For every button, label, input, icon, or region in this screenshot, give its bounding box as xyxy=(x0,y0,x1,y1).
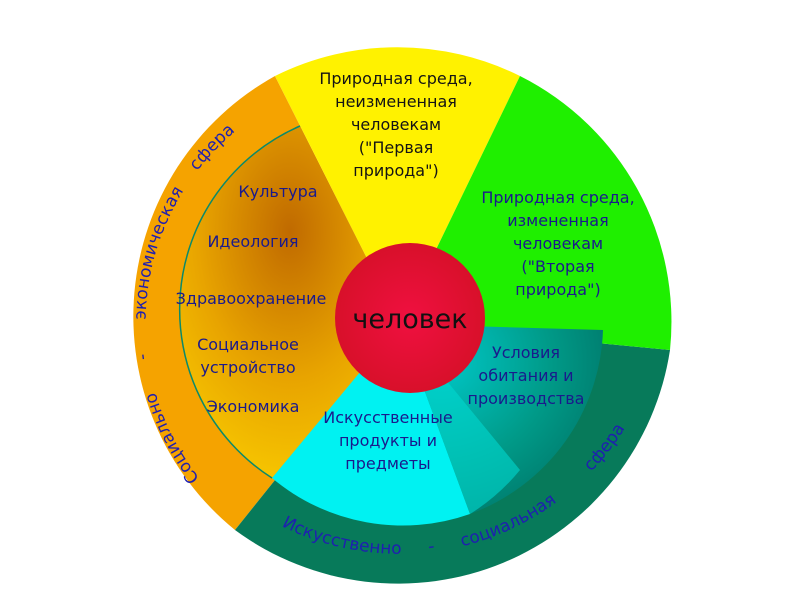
svg-text:производства: производства xyxy=(468,389,585,408)
svg-text:("Вторая: ("Вторая xyxy=(521,257,594,276)
svg-text:человекам: человекам xyxy=(351,115,441,134)
item-ideology: Идеология xyxy=(207,232,298,251)
svg-text:("Первая: ("Первая xyxy=(359,138,434,157)
item-social-structure-1: Социальное xyxy=(197,335,299,354)
item-culture: Культура xyxy=(238,182,317,201)
living-conditions-label: Условия обитания и производства xyxy=(468,343,585,408)
item-social-structure-2: устройство xyxy=(200,358,295,377)
first-nature-label: Природная среда, неизмененная человекам … xyxy=(319,69,472,180)
center-label: человек xyxy=(352,304,467,335)
svg-text:продукты и: продукты и xyxy=(339,431,437,450)
social-economic-items: Культура Идеология Здравоохранение Социа… xyxy=(176,182,327,416)
svg-text:природа"): природа") xyxy=(353,161,438,180)
center-circle xyxy=(335,243,485,393)
svg-text:обитания и: обитания и xyxy=(478,366,573,385)
artificial-products-label: Искусственные продукты и предметы xyxy=(323,408,452,473)
item-economics: Экономика xyxy=(207,397,300,416)
svg-text:Искусственные: Искусственные xyxy=(323,408,452,427)
second-nature-label: Природная среда, измененная человекам ("… xyxy=(481,188,634,299)
svg-text:Условия: Условия xyxy=(492,343,560,362)
svg-text:измененная: измененная xyxy=(507,211,608,230)
svg-text:человекам: человекам xyxy=(513,234,603,253)
sector-social-economic xyxy=(179,126,400,478)
svg-text:предметы: предметы xyxy=(345,454,430,473)
svg-text:Природная среда,: Природная среда, xyxy=(481,188,634,207)
svg-text:Природная среда,: Природная среда, xyxy=(319,69,472,88)
item-healthcare: Здравоохранение xyxy=(176,289,327,308)
svg-text:природа"): природа") xyxy=(515,280,600,299)
svg-text:неизмененная: неизмененная xyxy=(335,92,457,111)
sector-first-nature xyxy=(275,47,520,325)
sector-artificial-products xyxy=(272,324,470,526)
